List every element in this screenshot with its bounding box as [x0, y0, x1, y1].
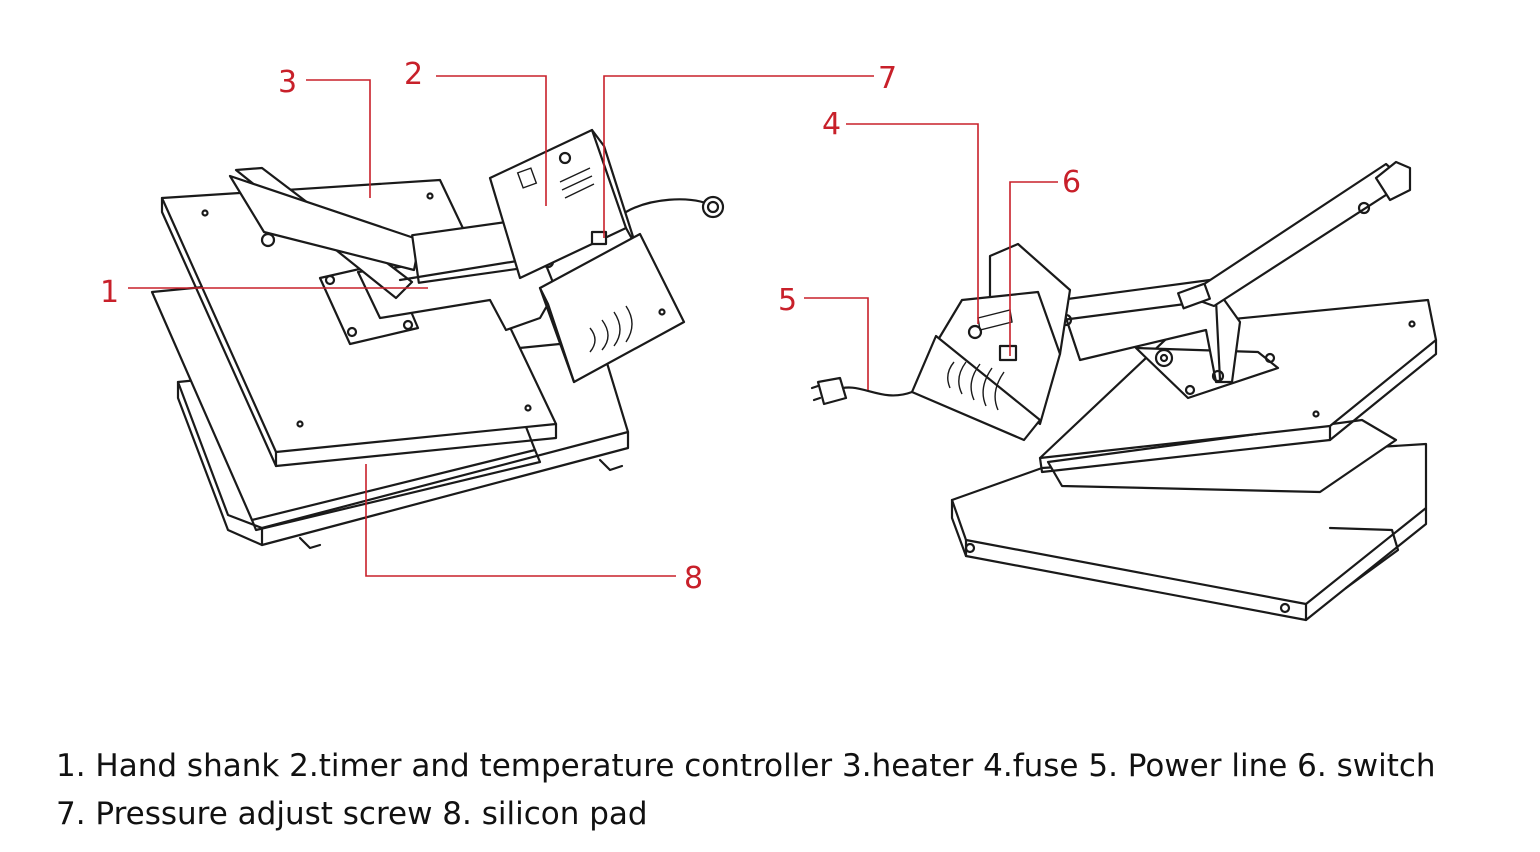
callout-line-5 [804, 297, 869, 390]
callout-line-3 [306, 79, 371, 198]
caption-line-2: 7. Pressure adjust screw 8. silicon pad [56, 796, 648, 832]
callout-number-7: 7 [878, 61, 897, 96]
callout-number-3: 3 [278, 65, 297, 100]
left-heat-press-drawing [150, 128, 725, 550]
caption-line-1: 1. Hand shank 2.timer and temperature co… [56, 748, 1436, 784]
callout-number-4: 4 [822, 107, 841, 142]
callout-number-6: 6 [1062, 165, 1081, 200]
callout-number-5: 5 [778, 283, 797, 318]
callout-number-2: 2 [404, 57, 423, 92]
callout-line-7 [603, 75, 874, 238]
callout-line-6 [1009, 181, 1058, 356]
callout-number-8: 8 [684, 561, 703, 596]
right-heat-press-drawing [810, 160, 1438, 622]
callout-line-2 [436, 75, 547, 206]
callout-line-8 [365, 464, 676, 577]
heat-press-diagram: 3 2 7 1 8 4 6 5 [100, 57, 1438, 622]
callout-number-1: 1 [100, 275, 119, 310]
callout-line-4 [846, 123, 979, 324]
callouts [128, 75, 1058, 577]
